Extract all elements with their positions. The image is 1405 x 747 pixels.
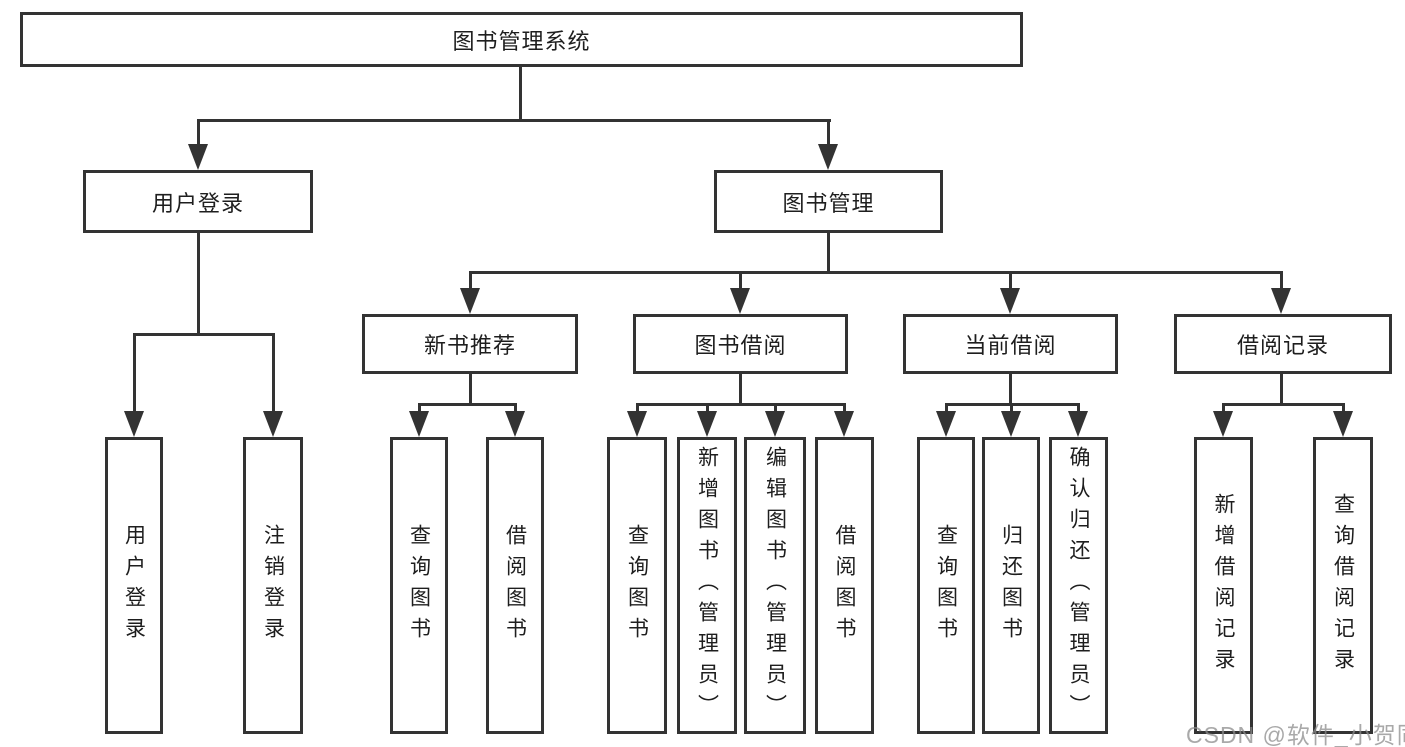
node-label: 图书管理系统 bbox=[452, 28, 591, 54]
connector-line bbox=[469, 271, 1283, 274]
leaf-query-book-borrow: 查询图书 bbox=[607, 437, 667, 734]
arrowhead-icon bbox=[818, 144, 838, 170]
leaf-borrow-book: 借阅图书 bbox=[815, 437, 874, 734]
connector-line bbox=[636, 403, 639, 415]
node-label: 借阅记录 bbox=[1236, 333, 1329, 358]
connector-line bbox=[197, 119, 200, 149]
leaf-return-book: 归还图书 bbox=[982, 437, 1040, 734]
arrowhead-icon bbox=[263, 411, 283, 437]
node-book-borrow: 图书借阅 bbox=[633, 314, 848, 374]
leaf-confirm-return-admin: 确认归还（管理员） bbox=[1049, 437, 1108, 734]
node-root-system: 图书管理系统 bbox=[20, 12, 1023, 67]
arrowhead-icon bbox=[765, 411, 785, 437]
node-current-borrow: 当前借阅 bbox=[903, 314, 1118, 374]
leaf-label: 查询图书 bbox=[625, 523, 649, 648]
leaf-label: 借阅图书 bbox=[833, 523, 856, 648]
connector-line bbox=[469, 374, 472, 406]
connector-line bbox=[1222, 403, 1345, 406]
leaf-label: 查询图书 bbox=[934, 523, 958, 648]
connector-line bbox=[1280, 374, 1283, 406]
arrowhead-icon bbox=[1333, 411, 1353, 437]
arrowhead-icon bbox=[936, 411, 956, 437]
leaf-label: 注销登录 bbox=[261, 523, 285, 648]
arrowhead-icon bbox=[697, 411, 717, 437]
leaf-label: 新增图书（管理员） bbox=[695, 446, 719, 725]
leaf-add-borrow-record: 新增借阅记录 bbox=[1194, 437, 1253, 734]
leaf-label: 归还图书 bbox=[999, 523, 1023, 648]
leaf-label: 查询图书 bbox=[407, 523, 431, 648]
arrowhead-icon bbox=[1000, 288, 1020, 314]
connector-line bbox=[197, 119, 831, 122]
node-label: 用户登录 bbox=[151, 190, 244, 216]
arrowhead-icon bbox=[1068, 411, 1088, 437]
leaf-user-login: 用户登录 bbox=[105, 437, 163, 734]
connector-line bbox=[1077, 403, 1080, 415]
connector-line bbox=[1009, 374, 1012, 406]
arrowhead-icon bbox=[834, 411, 854, 437]
leaf-query-borrow-record: 查询借阅记录 bbox=[1313, 437, 1373, 734]
connector-line bbox=[418, 403, 421, 415]
connector-line bbox=[827, 119, 830, 149]
leaf-label: 新增借阅记录 bbox=[1212, 492, 1235, 679]
leaf-logout: 注销登录 bbox=[243, 437, 303, 734]
arrowhead-icon bbox=[1213, 411, 1233, 437]
connector-line bbox=[133, 333, 136, 415]
leaf-label: 查询借阅记录 bbox=[1331, 492, 1355, 679]
arrowhead-icon bbox=[460, 288, 480, 314]
node-borrow-record: 借阅记录 bbox=[1174, 314, 1392, 374]
connector-line bbox=[843, 403, 846, 415]
connector-line bbox=[827, 233, 830, 274]
node-label: 新书推荐 bbox=[423, 333, 516, 358]
leaf-borrow-book-recommend: 借阅图书 bbox=[486, 437, 544, 734]
connector-line bbox=[197, 233, 200, 336]
leaf-label: 借阅图书 bbox=[503, 523, 527, 648]
arrowhead-icon bbox=[1271, 288, 1291, 314]
node-book-management: 图书管理 bbox=[714, 170, 943, 233]
leaf-query-book-current: 查询图书 bbox=[917, 437, 975, 734]
connector-line bbox=[1222, 403, 1225, 415]
connector-line bbox=[418, 403, 517, 406]
connector-line bbox=[272, 333, 275, 415]
connector-line bbox=[774, 403, 777, 415]
node-user-login: 用户登录 bbox=[83, 170, 313, 233]
arrowhead-icon bbox=[505, 411, 525, 437]
connector-line bbox=[1280, 271, 1283, 291]
connector-line bbox=[1010, 403, 1013, 415]
connector-line bbox=[1009, 271, 1012, 291]
leaf-label: 确认归还（管理员） bbox=[1067, 446, 1090, 725]
connector-line bbox=[636, 403, 846, 406]
arrowhead-icon bbox=[627, 411, 647, 437]
arrowhead-icon bbox=[124, 411, 144, 437]
connector-line bbox=[514, 403, 517, 415]
leaf-add-book-admin: 新增图书（管理员） bbox=[677, 437, 737, 734]
arrowhead-icon bbox=[409, 411, 429, 437]
arrowhead-icon bbox=[188, 144, 208, 170]
connector-line bbox=[739, 271, 742, 291]
connector-line bbox=[133, 333, 275, 336]
arrowhead-icon bbox=[730, 288, 750, 314]
connector-line bbox=[519, 66, 522, 122]
node-label: 图书借阅 bbox=[694, 333, 787, 358]
connector-line bbox=[469, 271, 472, 291]
node-label: 当前借阅 bbox=[964, 333, 1057, 358]
connector-line bbox=[706, 403, 709, 415]
leaf-query-book-recommend: 查询图书 bbox=[390, 437, 448, 734]
connector-line bbox=[1342, 403, 1345, 415]
leaf-label: 编辑图书（管理员） bbox=[763, 446, 787, 725]
node-label: 图书管理 bbox=[782, 190, 875, 216]
leaf-label: 用户登录 bbox=[122, 523, 146, 648]
connector-line bbox=[945, 403, 948, 415]
node-new-book-recommend: 新书推荐 bbox=[362, 314, 578, 374]
connector-line bbox=[739, 374, 742, 406]
csdn-watermark: CSDN @软件_小贺同学 bbox=[1186, 722, 1405, 747]
arrowhead-icon bbox=[1001, 411, 1021, 437]
leaf-edit-book-admin: 编辑图书（管理员） bbox=[744, 437, 806, 734]
